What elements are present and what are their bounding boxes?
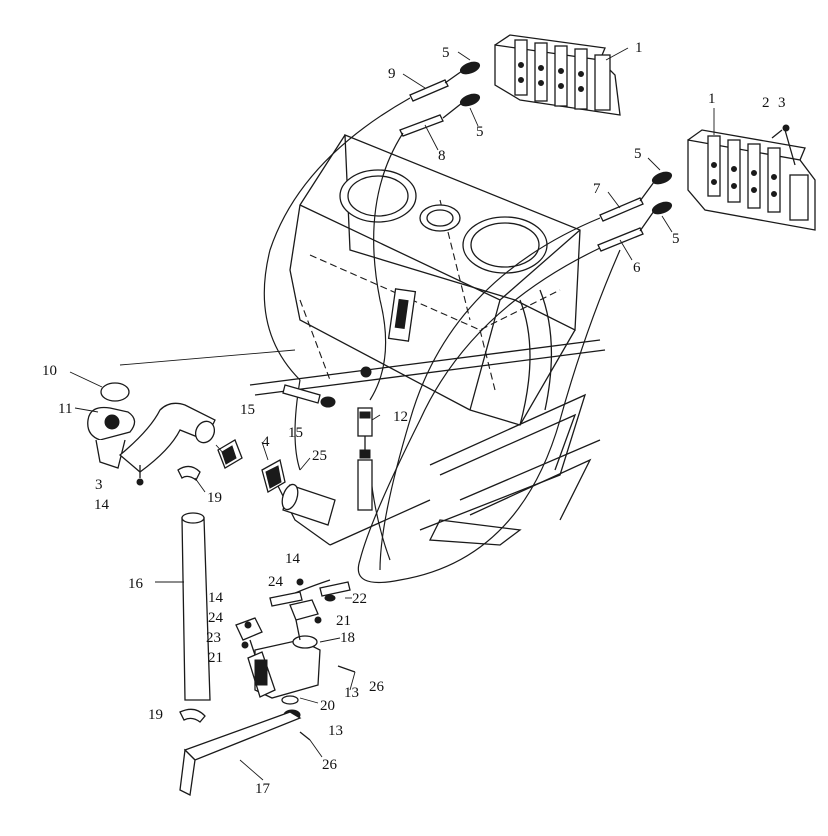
hose-fittings: [399, 70, 655, 252]
callout-13-a: 13: [344, 685, 359, 701]
callout-18: 18: [340, 630, 355, 646]
callout-23: 23: [206, 630, 221, 646]
tee-fitting-12: [282, 366, 373, 511]
callout-15-a: 15: [240, 402, 255, 418]
callout-12: 12: [393, 409, 408, 425]
fittings-5: [459, 61, 673, 215]
callout-1-lower: 1: [708, 91, 716, 107]
callout-17: 17: [255, 781, 271, 797]
callout-14-b: 14: [285, 551, 301, 567]
callout-15-b: 15: [288, 425, 303, 441]
suction-elbow-pipe: [118, 402, 216, 473]
callout-24-b: 24: [208, 610, 224, 626]
callout-5-a: 5: [442, 45, 450, 61]
callout-7: 7: [593, 181, 601, 197]
callout-1-upper: 1: [635, 40, 643, 56]
callout-19-a: 19: [207, 490, 222, 506]
callout-26-b: 26: [322, 757, 338, 773]
callout-14-a: 14: [94, 497, 110, 513]
callout-25: 25: [312, 448, 327, 464]
callout-5-b: 5: [476, 124, 484, 140]
callout-13-b: 13: [328, 723, 343, 739]
callout-3-right: 3: [778, 95, 786, 111]
callout-22: 22: [352, 591, 367, 607]
hoses: [263, 97, 621, 601]
pipe-16: [181, 512, 211, 701]
callout-5-d: 5: [672, 231, 680, 247]
callout-labels: 1 1 2 3 3 4 5 5 5 5 6 7 8 9 10 11 12 13 …: [42, 40, 786, 797]
callout-24-a: 24: [268, 574, 284, 590]
callout-4: 4: [262, 434, 270, 450]
suction-flange: [87, 382, 136, 469]
control-valve-upper: [494, 34, 621, 116]
callout-8: 8: [438, 148, 446, 164]
callout-11: 11: [58, 401, 72, 417]
flange-bolt: [136, 465, 144, 486]
control-valve-lower: [687, 129, 816, 231]
pump-fittings: [241, 578, 351, 649]
callout-16: 16: [128, 576, 144, 592]
frame-guard: [249, 339, 606, 546]
hydraulic-tank: [289, 134, 581, 426]
callout-14-c: 14: [208, 590, 224, 606]
clamp-upper: [177, 465, 201, 481]
callout-9: 9: [388, 66, 396, 82]
callout-3-left: 3: [95, 477, 103, 493]
callout-21-b: 21: [208, 650, 223, 666]
callout-6: 6: [633, 260, 641, 276]
pipe-25: [281, 483, 336, 526]
clamp-lower: [179, 708, 206, 723]
hydraulic-pump: [235, 599, 321, 699]
callout-20: 20: [320, 698, 335, 714]
callout-2: 2: [762, 95, 770, 111]
bolt-washer-right: [771, 124, 790, 139]
suction-pipe-17: [179, 711, 302, 796]
leader-lines: [69, 47, 715, 781]
callout-19-b: 19: [148, 707, 163, 723]
callout-10: 10: [42, 363, 57, 379]
pump-bolts: [299, 665, 356, 741]
callout-5-c: 5: [634, 146, 642, 162]
callout-21-a: 21: [336, 613, 351, 629]
callout-26-a: 26: [369, 679, 385, 695]
clamp-seal: [217, 439, 286, 493]
